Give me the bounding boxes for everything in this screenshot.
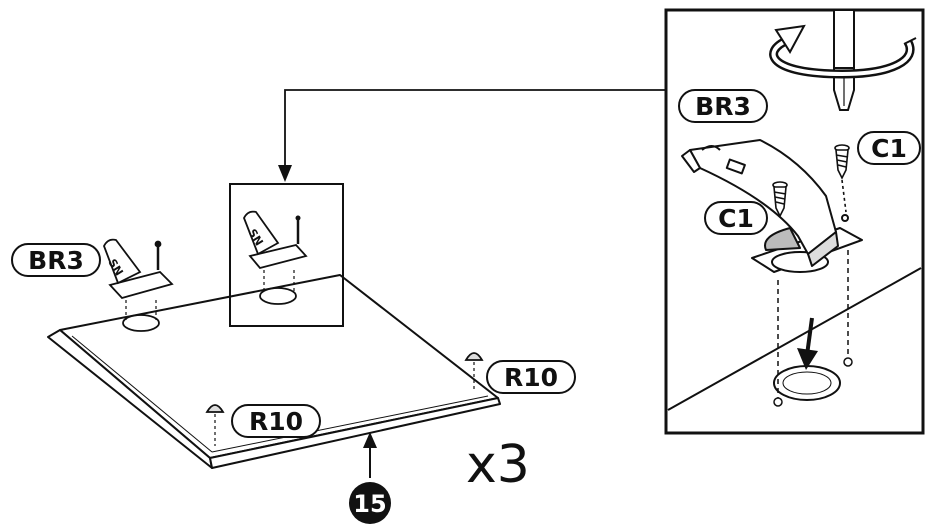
step-pointer-arrow: [363, 432, 377, 478]
label-hinge-main: BR3: [11, 243, 101, 277]
shelf-panel: [47, 274, 501, 469]
shelf-pin-front: [205, 404, 225, 446]
label-pin-front: R10: [231, 404, 321, 438]
svg-text:R10: R10: [504, 363, 558, 392]
svg-text:C1: C1: [871, 134, 907, 163]
svg-text:15: 15: [353, 490, 386, 518]
quantity-multiplier: x3: [466, 435, 530, 495]
svg-text:BR3: BR3: [28, 246, 84, 275]
step-number-badge: 15: [349, 482, 391, 524]
screw-side: [772, 181, 788, 218]
label-screw-top: C1: [857, 131, 921, 165]
detail-panel: [664, 8, 925, 435]
label-hinge-detail: BR3: [678, 89, 768, 123]
svg-text:R10: R10: [249, 407, 303, 436]
rotate-clockwise-icon: [769, 24, 917, 79]
svg-text:BR3: BR3: [695, 92, 751, 121]
detail-connector-arrow: [278, 89, 666, 182]
shelf-pin-right: [464, 352, 484, 392]
screwdriver-icon: [833, 9, 855, 111]
label-screw-side: C1: [704, 201, 768, 235]
label-pin-right: R10: [486, 360, 576, 394]
svg-text:C1: C1: [718, 204, 754, 233]
screw-top: [834, 144, 850, 213]
hinge-detail: [681, 139, 863, 273]
